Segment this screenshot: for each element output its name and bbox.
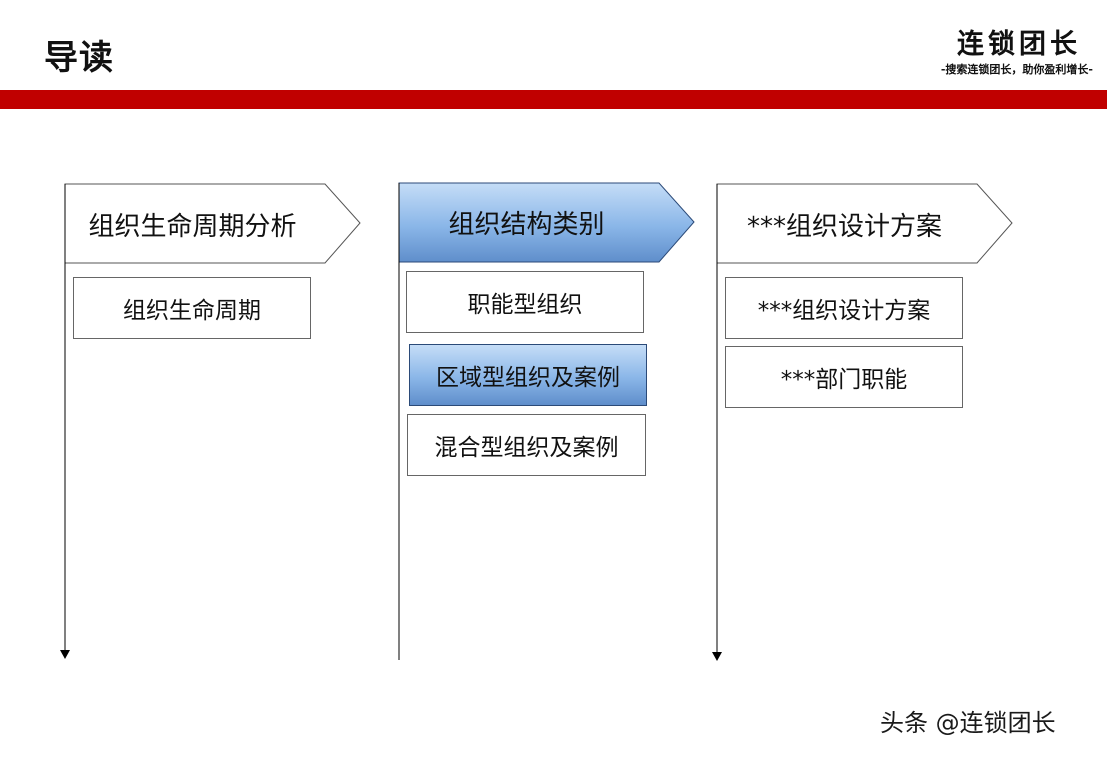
header-divider-bar [0, 90, 1107, 109]
page-title: 导读 [44, 38, 114, 78]
column-1-item-1[interactable]: 组织生命周期 [73, 277, 311, 339]
source-watermark: 头条 @连锁团长 [880, 709, 1056, 737]
brand-logo: 连锁团长 [957, 29, 1081, 60]
column-2-item-3[interactable]: 混合型组织及案例 [407, 414, 646, 476]
column-2-item-2[interactable]: 区域型组织及案例 [409, 344, 647, 406]
column-1-heading: 组织生命周期分析 [88, 211, 297, 242]
column-3-heading: ***组织设计方案 [746, 211, 942, 242]
column-3-item-1[interactable]: ***组织设计方案 [725, 277, 963, 339]
column-2-heading: 组织结构类别 [448, 209, 605, 240]
column-1-timeline-arrowhead [60, 650, 70, 659]
brand-tagline: -搜索连锁团长，助你盈利增长- [940, 63, 1093, 76]
column-3-timeline-arrowhead [712, 652, 722, 661]
column-3-item-2[interactable]: ***部门职能 [725, 346, 963, 408]
column-2-item-1[interactable]: 职能型组织 [406, 271, 644, 333]
